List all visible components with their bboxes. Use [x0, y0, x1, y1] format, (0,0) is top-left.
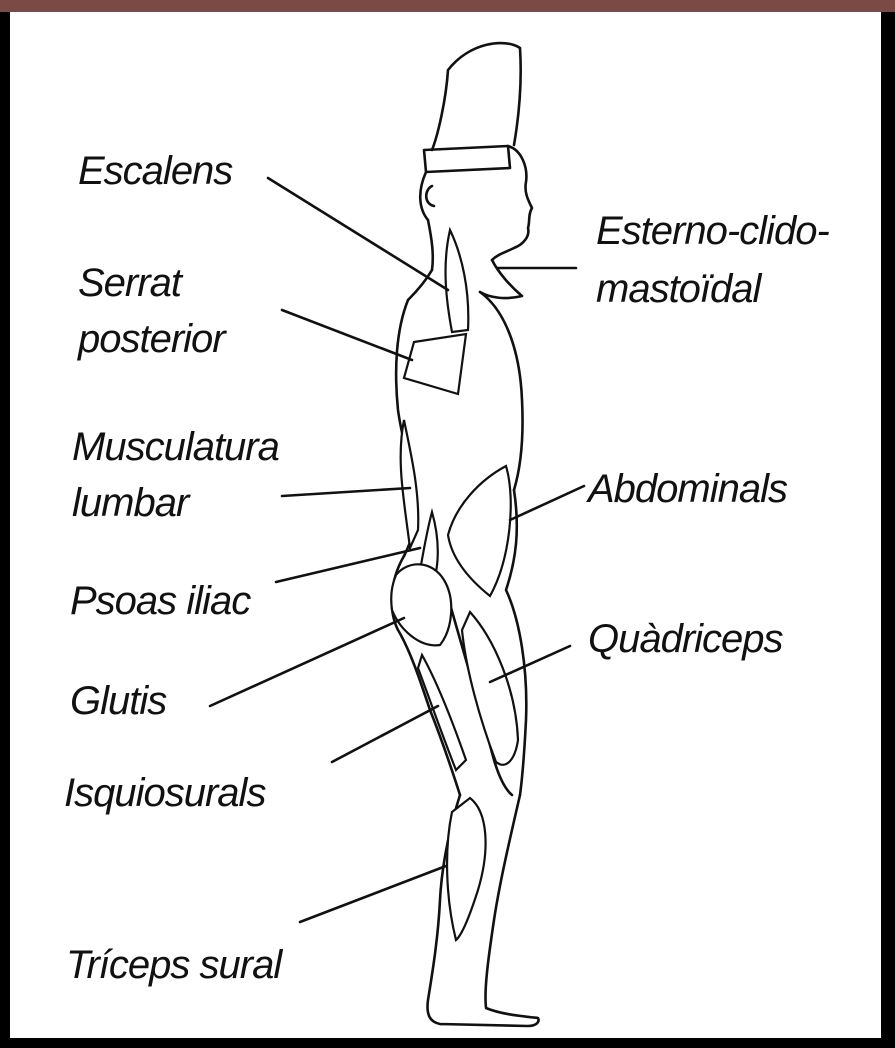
label-esterno-line2: mastoïdal: [596, 267, 763, 311]
leader-abdominals: [510, 486, 584, 520]
label-esterno-line1: Esterno-clido-: [596, 209, 829, 253]
label-musculatura-line2: lumbar: [72, 481, 191, 525]
leader-glutis: [210, 618, 404, 706]
label-triceps: Tríceps sural: [66, 943, 283, 987]
front-outline: [480, 292, 523, 490]
headband: [424, 146, 510, 172]
ear: [426, 186, 434, 206]
label-abdominals: Abdominals: [586, 467, 788, 511]
leader-serrat: [282, 310, 412, 360]
label-musculatura-line1: Musculatura: [72, 425, 279, 469]
label-serrat-line1: Serrat: [78, 261, 184, 305]
quadriceps-muscle: [462, 612, 518, 765]
leader-triceps: [300, 866, 446, 922]
label-isquiosurals: Isquiosurals: [64, 771, 266, 815]
label-escalens: Escalens: [78, 149, 233, 193]
lumbar-muscle: [401, 420, 419, 548]
label-glutis: Glutis: [70, 679, 167, 723]
head: [420, 146, 532, 270]
raised-arm: [432, 43, 521, 150]
label-quadriceps: Quàdriceps: [588, 617, 784, 661]
label-psoas: Psoas iliac: [70, 579, 251, 623]
label-serrat-line2: posterior: [77, 317, 227, 361]
serratus-posterior-muscle: [404, 334, 466, 394]
scalene-muscle: [446, 230, 469, 332]
leader-lumbar: [282, 488, 410, 496]
leader-lines: [210, 178, 584, 922]
abdominal-muscle: [448, 466, 511, 596]
leader-isquiosurals: [332, 706, 438, 762]
calf-muscle: [447, 798, 486, 940]
